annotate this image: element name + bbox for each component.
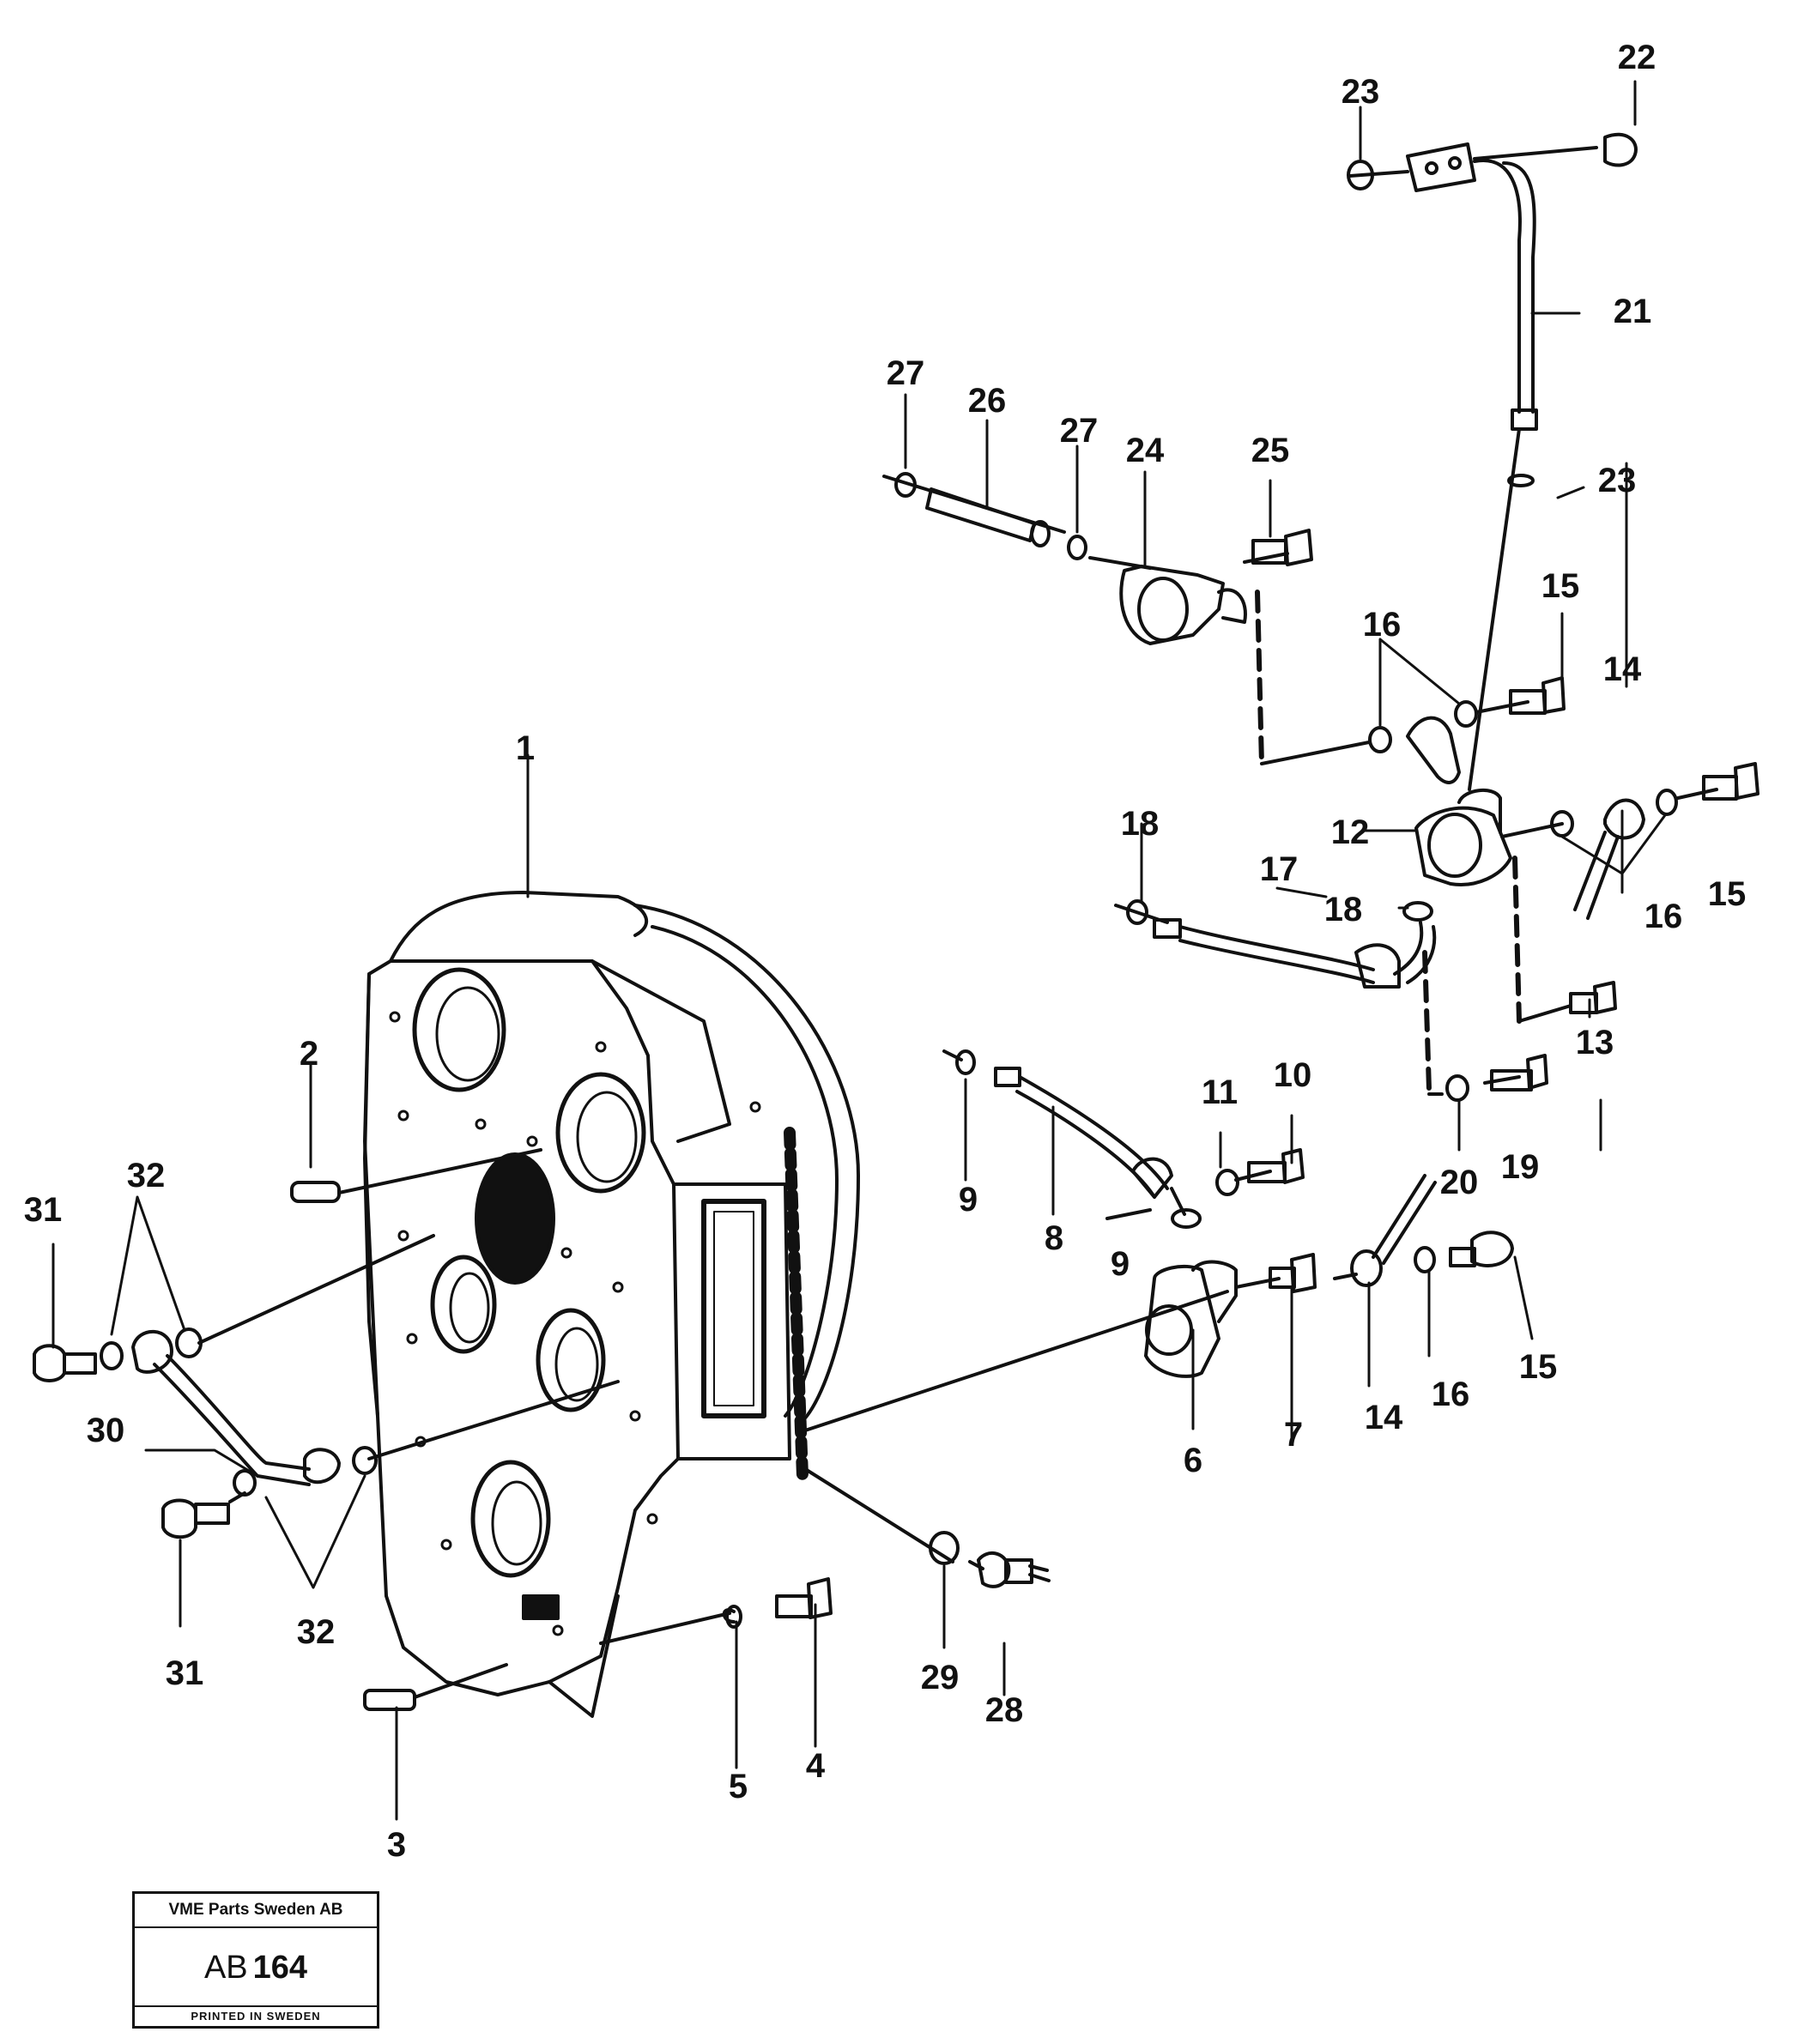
- callout-15c: 15: [1518, 1348, 1558, 1386]
- callout-16c: 16: [1431, 1376, 1470, 1413]
- callout-32b: 32: [296, 1613, 336, 1651]
- callout-23a: 23: [1341, 73, 1380, 111]
- drawing-code-number: 164: [252, 1950, 308, 1986]
- drawing-code-prefix: AB: [203, 1950, 248, 1986]
- fitting-6: [801, 1049, 1514, 1433]
- callout-4: 4: [805, 1747, 826, 1785]
- pipe-17: [1114, 899, 1548, 1102]
- pins-and-bolt: [290, 1148, 833, 1711]
- callout-16b: 16: [1644, 898, 1683, 935]
- callout-16a: 16: [1362, 606, 1402, 644]
- callout-3: 3: [386, 1826, 407, 1864]
- housing-bores: [412, 967, 646, 1620]
- callout-27b: 27: [1059, 412, 1099, 450]
- company-name: VME Parts Sweden AB: [135, 1894, 377, 1928]
- callout-31a: 31: [23, 1191, 63, 1229]
- callout-10: 10: [1273, 1056, 1312, 1094]
- callout-26: 26: [967, 382, 1007, 420]
- sender-pipe-assembly: [1347, 132, 1638, 791]
- callout-7: 7: [1283, 1416, 1304, 1454]
- callout-15a: 15: [1541, 567, 1580, 605]
- callout-31b: 31: [165, 1654, 204, 1692]
- leader-lines: [51, 80, 1667, 1821]
- callout-17: 17: [1259, 850, 1299, 888]
- callout-25: 25: [1251, 432, 1290, 469]
- callout-21: 21: [1613, 293, 1652, 330]
- callout-9b: 9: [1110, 1245, 1130, 1283]
- printed-note: PRINTED IN SWEDEN: [135, 2005, 377, 2026]
- callout-8: 8: [1044, 1219, 1064, 1257]
- callout-14b: 14: [1364, 1399, 1403, 1436]
- callout-14a: 14: [1602, 650, 1642, 688]
- callout-27a: 27: [886, 354, 925, 392]
- callout-11: 11: [1201, 1073, 1239, 1111]
- flange-fitting-24: [882, 472, 1371, 766]
- callout-22: 22: [1617, 39, 1656, 76]
- callout-24: 24: [1125, 432, 1165, 469]
- callout-20: 20: [1439, 1164, 1479, 1201]
- callout-12: 12: [1330, 813, 1370, 851]
- callout-9a: 9: [958, 1181, 978, 1219]
- callout-29: 29: [920, 1659, 960, 1696]
- sender-28: [801, 1466, 1051, 1588]
- callout-5: 5: [728, 1768, 748, 1805]
- callout-28: 28: [984, 1691, 1024, 1729]
- callout-6: 6: [1183, 1442, 1203, 1479]
- callout-32a: 32: [126, 1157, 166, 1194]
- housing-bolt-holes: [389, 1011, 761, 1636]
- valve-block-12: [1368, 676, 1759, 1024]
- callout-15b: 15: [1707, 875, 1747, 913]
- callout-19: 19: [1500, 1148, 1540, 1186]
- callout-18b: 18: [1323, 891, 1363, 928]
- callout-1: 1: [515, 729, 536, 767]
- callout-18a: 18: [1120, 805, 1160, 843]
- callout-2: 2: [299, 1035, 319, 1073]
- callout-13: 13: [1575, 1024, 1614, 1061]
- callout-23b: 23: [1597, 462, 1637, 499]
- callout-30: 30: [86, 1412, 125, 1449]
- transmission-housing: [363, 891, 860, 1718]
